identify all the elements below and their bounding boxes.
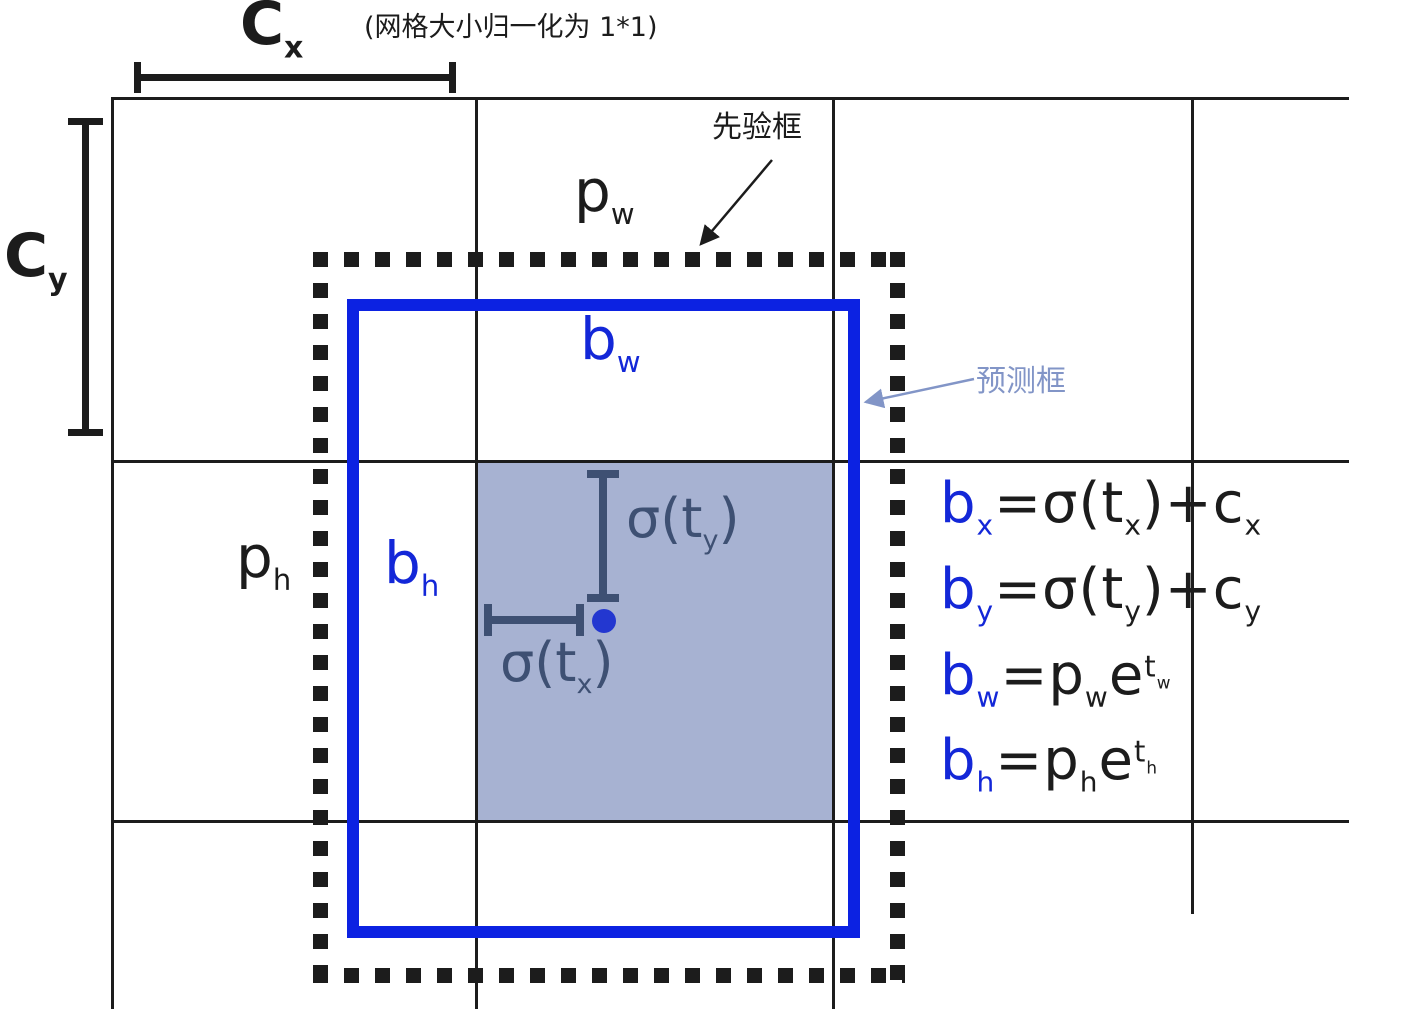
sigma-ty-measure-cap-top [587,470,619,478]
prior-box-edge-right [890,252,905,983]
prior-box-callout: 先验框 [712,110,802,145]
active-grid-cell [478,463,833,821]
math-token: h [272,563,292,598]
cx-bracket-tick-left [134,62,141,93]
math-token: y [1124,594,1142,628]
math-token: w [1084,680,1109,714]
math-token: σ(t [626,487,703,550]
math-token: x [284,30,304,66]
math-token: t [1144,649,1157,684]
math-token: b [580,305,617,373]
sigma-ty-measure-cap-bottom [587,594,619,602]
math-token: w [1156,672,1172,693]
sigma-tx-measure-cap-left [484,604,492,636]
sigma-ty-label: σ(ty) [626,492,740,557]
grid-vline-2 [475,97,478,1009]
sigma-tx-measure-line [487,616,582,624]
math-token: b [940,643,977,708]
math-token: )+c [1141,471,1245,536]
prediction-box-arrow [863,377,975,409]
math-token: b [940,471,977,536]
math-token: y [702,525,719,557]
math-token: e [1098,728,1134,793]
equation-bw: bw=pwetw [940,648,1171,712]
math-token: h [1079,765,1099,799]
math-token: x [576,669,593,701]
cy-bracket-tick-bottom [68,429,103,436]
prior-box-edge-bottom [313,968,905,983]
cy-bracket-line [82,118,89,436]
math-token: σ(t [500,631,577,694]
cy-bracket-tick-top [68,118,103,125]
math-token: w [616,345,641,380]
grid-normalization-note: (网格大小归一化为 1*1) [364,12,658,43]
math-token: w [976,680,1001,714]
math-token: ) [718,487,740,550]
math-token: h [1146,757,1159,778]
math-token: C [4,221,49,291]
pw-label: pw [574,162,635,229]
math-token: x [1244,508,1263,542]
math-token: =p [1000,643,1085,708]
bh-label: bh [384,534,439,601]
sigma-tx-label: σ(tx) [500,636,614,701]
equation-bx: bx=σ(tx)+cx [940,476,1262,540]
cx-bracket-line [134,74,456,81]
grid-hline-3 [111,820,1349,823]
math-token: p [236,523,273,591]
bw-label: bw [580,310,641,377]
math-token: y [976,594,995,628]
grid-vline-1 [111,97,114,1009]
sigma-tx-measure-cap-right [576,604,584,636]
prediction-box [347,299,860,938]
math-token: ) [592,631,614,694]
equation-bh: bh=pheth [940,733,1158,797]
math-token: b [384,529,421,597]
math-token: b [940,557,977,622]
math-token: h [420,569,440,604]
cx-bracket-tick-right [449,62,456,93]
prediction-box-callout: 预测框 [976,364,1066,399]
grid-hline-1 [111,97,1349,100]
math-token: =σ(t [994,557,1125,622]
prior-box-arrow [699,159,773,246]
math-token: C [240,0,285,59]
sigma-ty-measure-line [599,473,607,600]
math-token: b [940,728,977,793]
math-token: y [1244,594,1263,628]
math-token: )+c [1141,557,1245,622]
math-token: t [1133,734,1147,769]
grid-hline-2 [111,460,1349,463]
math-token: =σ(t [994,471,1125,536]
grid-vline-4 [1191,97,1194,914]
grid-vline-3 [832,97,835,1009]
ph-label: ph [236,528,291,595]
math-token: y [48,262,68,298]
math-token: e [1108,643,1145,708]
prior-box-edge-top [313,252,905,267]
math-token: =p [995,728,1080,793]
math-token: h [976,765,996,799]
equation-by: by=σ(ty)+cy [940,562,1262,626]
prior-box-edge-left [313,252,328,983]
cx-label: Cx [240,0,303,64]
math-token: p [574,157,611,225]
math-token: x [1124,508,1142,542]
math-token: x [976,508,995,542]
cy-label: Cy [4,226,68,296]
math-token: w [610,197,635,232]
box-center-point [592,609,616,633]
